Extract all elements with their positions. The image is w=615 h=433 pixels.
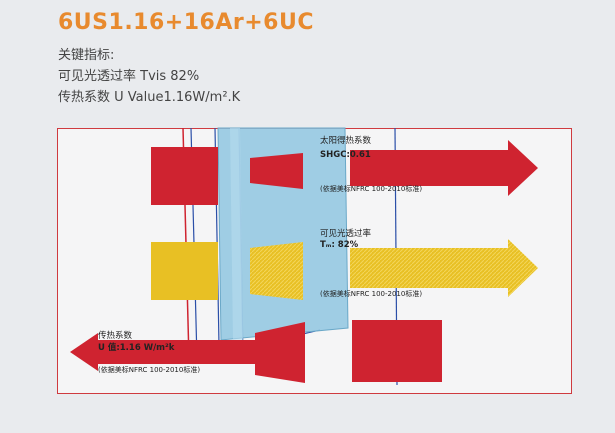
visible-standard-note: (依据美标NFRC 100-2010标准) [320, 289, 422, 298]
visible-transmittance-line: 可见光透过率 Tvis 82% [58, 69, 200, 84]
visible-arrow [350, 239, 538, 297]
visible-value: Tₘ: 82% [320, 240, 359, 250]
solar-transmitted-wedge [250, 153, 303, 189]
solar-value: SHGC:0.61 [320, 150, 371, 160]
solar-arrow [350, 140, 538, 196]
solar-incoming-block [151, 147, 218, 205]
solar-standard-note: (依据美标NFRC 100-2010标准) [320, 184, 422, 193]
page-title: 6US1.16+16Ar+6UC [58, 10, 314, 35]
heat-label: 传热系数 [98, 330, 133, 341]
heat-loss-wedge [255, 322, 305, 383]
solar-label: 太阳得热系数 [320, 135, 372, 146]
u-value-line: 传热系数 U Value1.16W/m².K [58, 90, 241, 105]
heat-room-block [352, 320, 442, 382]
heat-loss-arrow [70, 333, 255, 371]
visible-incoming-block [151, 242, 218, 300]
glass-highlight [230, 128, 243, 340]
key-indicators-label: 关键指标: [58, 48, 115, 63]
heat-standard-note: (依据美标NFRC 100-2010标准) [98, 365, 200, 374]
heat-value: U 值:1.16 W/m²k [98, 342, 175, 353]
visible-transmitted-wedge [250, 242, 303, 300]
visible-label: 可见光透过率 [320, 228, 372, 239]
